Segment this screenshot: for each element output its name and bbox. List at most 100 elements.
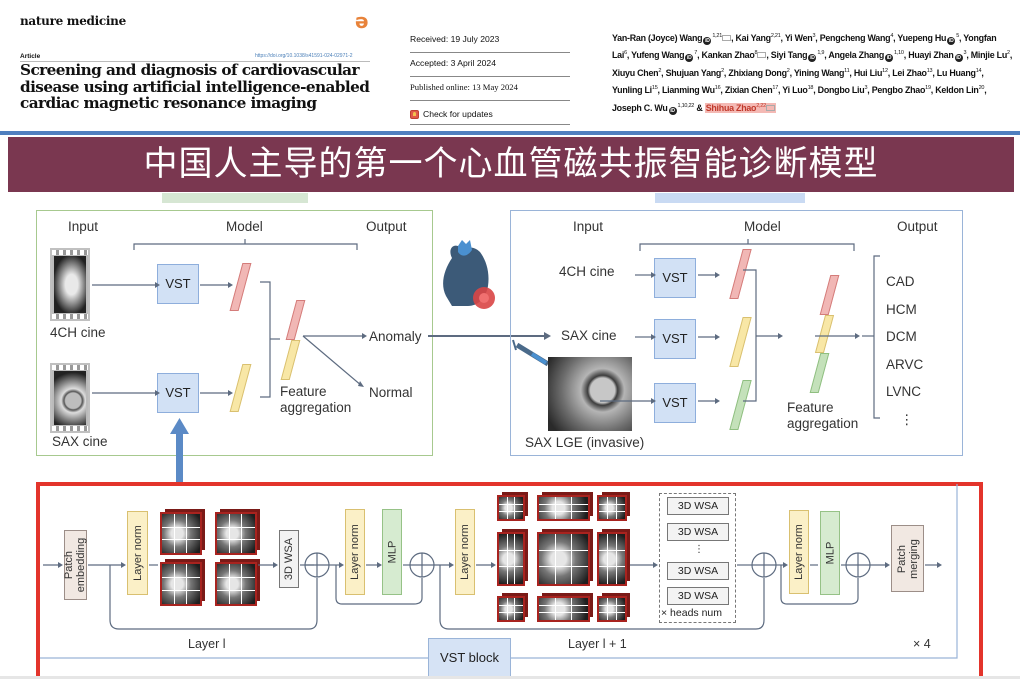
heads-num-label: × heads num [661, 607, 723, 619]
orcid-icon[interactable]: iD [954, 54, 963, 63]
affiliation-number: 2 [786, 67, 790, 74]
orcid-icon[interactable]: iD [947, 37, 956, 45]
diag-feature-line2: aggregation [787, 416, 859, 431]
author-name[interactable]: Joseph C. Wu [612, 102, 668, 113]
window-patch-cube [160, 512, 202, 555]
author-name[interactable]: Shihua Zhao [705, 102, 757, 113]
author-name[interactable]: Yi Wen [784, 33, 813, 43]
affiliation-number: 16 [714, 85, 721, 92]
diagnosis-output-arvc: ARVC [886, 356, 924, 372]
layer-norm-4: Layer norm [789, 510, 809, 594]
affiliation-number: 3 [812, 33, 816, 39]
author-entry: Zixian Chen17 [725, 85, 778, 95]
article-type: Article [20, 53, 41, 60]
author-name[interactable]: Yi Luo [782, 85, 808, 96]
author-entry: Shujuan Yang2 [665, 67, 725, 78]
mail-icon[interactable] [722, 35, 732, 41]
banner-title: 中国人主导的第一个心血管磁共振智能诊断模型 [8, 137, 1014, 192]
author-name[interactable]: Hui Liu [853, 67, 883, 78]
diag-input-sax: SAX cine [561, 328, 617, 343]
author-name[interactable]: Yan-Ran (Joyce) Wang [612, 33, 703, 43]
window-patch-cube [215, 562, 257, 606]
wsa-head: 3D WSA [667, 523, 729, 541]
author-entry: Zhixiang Dong2 [728, 68, 789, 78]
affiliation-number: 20 [978, 85, 985, 92]
diag-lge-label: SAX LGE (invasive) [525, 435, 645, 450]
author-name[interactable]: Zhixiang Dong [728, 67, 787, 78]
author-entry: Shihua Zhao2,22 [704, 102, 776, 113]
author-name[interactable]: Huayi Zhan [908, 50, 954, 61]
affiliation-number: 11 [844, 67, 850, 74]
author-name[interactable]: Yining Wang [793, 67, 845, 78]
diagnosis-output-more: ⋮ [900, 411, 914, 427]
affiliation-number: 1,10,22 [677, 102, 695, 109]
author-name[interactable]: Dongbo Liu [817, 85, 865, 96]
author-name[interactable]: Lei Zhao [892, 67, 927, 78]
orcid-icon[interactable]: iD [685, 54, 694, 63]
wsa-ellipsis: ⋮ [694, 544, 704, 555]
affiliation-number: 2,22 [756, 102, 766, 109]
layer-norm-3: Layer norm [455, 509, 475, 595]
orcid-icon[interactable]: iD [885, 54, 894, 63]
author-name[interactable]: Yufeng Wang [631, 50, 685, 61]
author-name[interactable]: Yuepeng Hu [897, 33, 947, 43]
author-name[interactable]: Kai Yang [735, 33, 772, 43]
author-name[interactable]: Pengcheng Wang [819, 33, 891, 43]
orcid-icon[interactable]: iD [703, 37, 712, 45]
4ch-cine-image [50, 248, 90, 321]
author-name[interactable]: Pengbo Zhao [871, 85, 926, 96]
accepted-date: Accepted: 3 April 2024 [410, 53, 570, 77]
author-name[interactable]: Yunling Li [612, 85, 652, 96]
doi-link[interactable]: https://doi.org/10.1038/s41591-024-02971… [255, 53, 353, 59]
feature-label-line1: Feature [280, 384, 327, 399]
affiliation-number: 7 [694, 50, 698, 57]
affiliation-number: 6 [624, 50, 627, 57]
author-name[interactable]: Minjie Lu [970, 50, 1007, 61]
author-name[interactable]: Zixian Chen [724, 85, 773, 96]
author-name[interactable]: Angela Zhang [828, 50, 885, 61]
affiliation-number: 14 [975, 67, 982, 74]
author-name[interactable]: Xiuyu Chen [612, 67, 659, 78]
diag-feature-line1: Feature [787, 400, 834, 415]
affiliation-number: 12 [882, 67, 888, 74]
affiliation-number: 17 [772, 85, 779, 92]
author-name[interactable]: Keldon Lin [935, 85, 979, 96]
diag-feature-aggregation: Feature aggregation [787, 400, 858, 432]
heart-icon [443, 240, 495, 309]
author-entry: Dongbo Liu3 [818, 85, 868, 95]
author-name[interactable]: Shujuan Yang [665, 67, 722, 78]
3d-wsa-block: 3D WSA [279, 530, 299, 588]
diagnosis-output-lvnc: LVNC [886, 384, 922, 399]
affiliation-number: 8 [754, 50, 758, 57]
diag-model-label: Model [744, 219, 781, 234]
affiliation-number: 1,21 [712, 33, 723, 39]
orcid-icon[interactable]: iD [808, 54, 817, 63]
affiliation-number: 2 [1007, 50, 1010, 57]
orcid-icon[interactable]: iD [668, 106, 677, 115]
affiliation-number: 3 [864, 85, 868, 92]
wsa-head: 3D WSA [667, 587, 729, 605]
check-updates-label: Check for updates [423, 109, 493, 119]
mail-icon[interactable] [757, 52, 767, 59]
mlp-block-2: MLP [820, 511, 840, 595]
screen-vst-4ch: VST [157, 264, 199, 304]
sax-cine-image [50, 363, 90, 433]
author-name[interactable]: Siyi Tang [770, 50, 808, 61]
author-name[interactable]: Lu Huang [936, 67, 976, 78]
patch-embedding-line1: Patch [63, 550, 76, 580]
author-name[interactable]: Lianming Wu [661, 85, 715, 96]
sax-lge-image [548, 357, 632, 431]
author-name[interactable]: Kankan Zhao [701, 50, 755, 61]
wsa-head: 3D WSA [667, 562, 729, 580]
check-updates-button[interactable]: Check for updates [410, 101, 570, 125]
normal-output: Normal [369, 385, 413, 400]
mail-icon[interactable] [765, 104, 775, 111]
author-entry: Lei Zhao13 [892, 68, 932, 78]
check-updates-icon [410, 109, 419, 119]
author-name[interactable]: Yongfan Lai [612, 33, 997, 61]
affiliation-number: 2,21 [770, 33, 781, 39]
affiliation-number: 18 [807, 85, 814, 92]
